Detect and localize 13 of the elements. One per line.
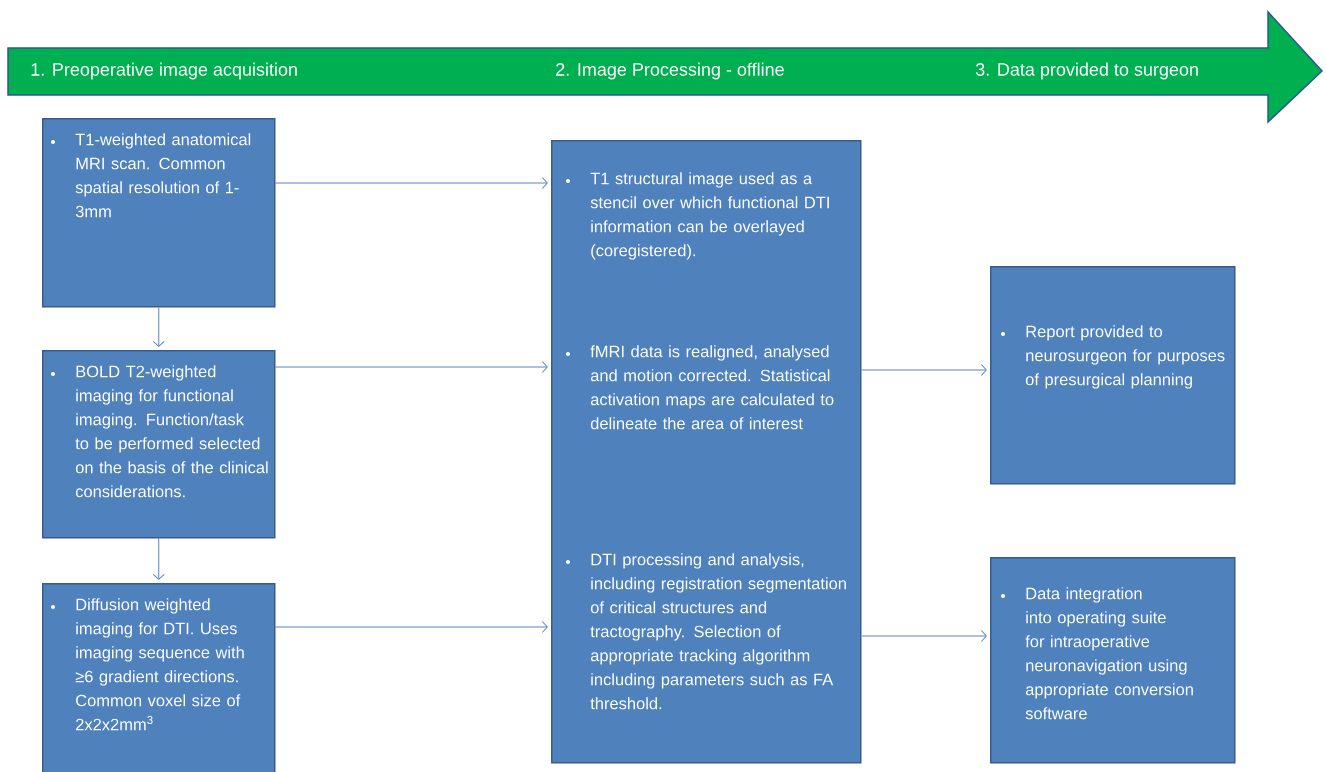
arrow bbox=[152, 307, 165, 347]
process-box: T1 structural image used as a stencil over which functional DTI information can be overlayed (coregistered). fMRI data is realigned, analysed and motion corrected. Statistical activation maps are calculated to delineate the area of interest DTI processing and analysis, including registration segmentation of critical structures and tractography. Selection of appropriate tracking algorithm including parameters such as FA threshold. bbox=[551, 140, 862, 764]
process-box: Data integration into operating suite for intraoperative neuronavigation using appropriate conversion software bbox=[990, 557, 1236, 764]
arrow bbox=[275, 177, 548, 189]
arrow bbox=[861, 364, 987, 376]
process-box: BOLD T2-weighted imaging for functional imaging. Function/task to be performed selected on the basis of the clinical considerations. bbox=[42, 350, 276, 539]
process-box: Diffusion weighted imaging for DTI. Uses imaging sequence with ≥6 gradient directions. Common voxel size of 2x2x2mm$^{3}$ bbox=[42, 583, 276, 772]
process-box: T1-weighted anatomical MRI scan. Common spatial resolution of 1-3mm bbox=[42, 118, 276, 308]
arrow bbox=[275, 361, 548, 373]
arrow bbox=[861, 630, 987, 642]
process-box: Report provided to neurosurgeon for purposes of presurgical planning bbox=[990, 266, 1236, 485]
arrow bbox=[152, 538, 165, 580]
arrow bbox=[275, 621, 548, 633]
